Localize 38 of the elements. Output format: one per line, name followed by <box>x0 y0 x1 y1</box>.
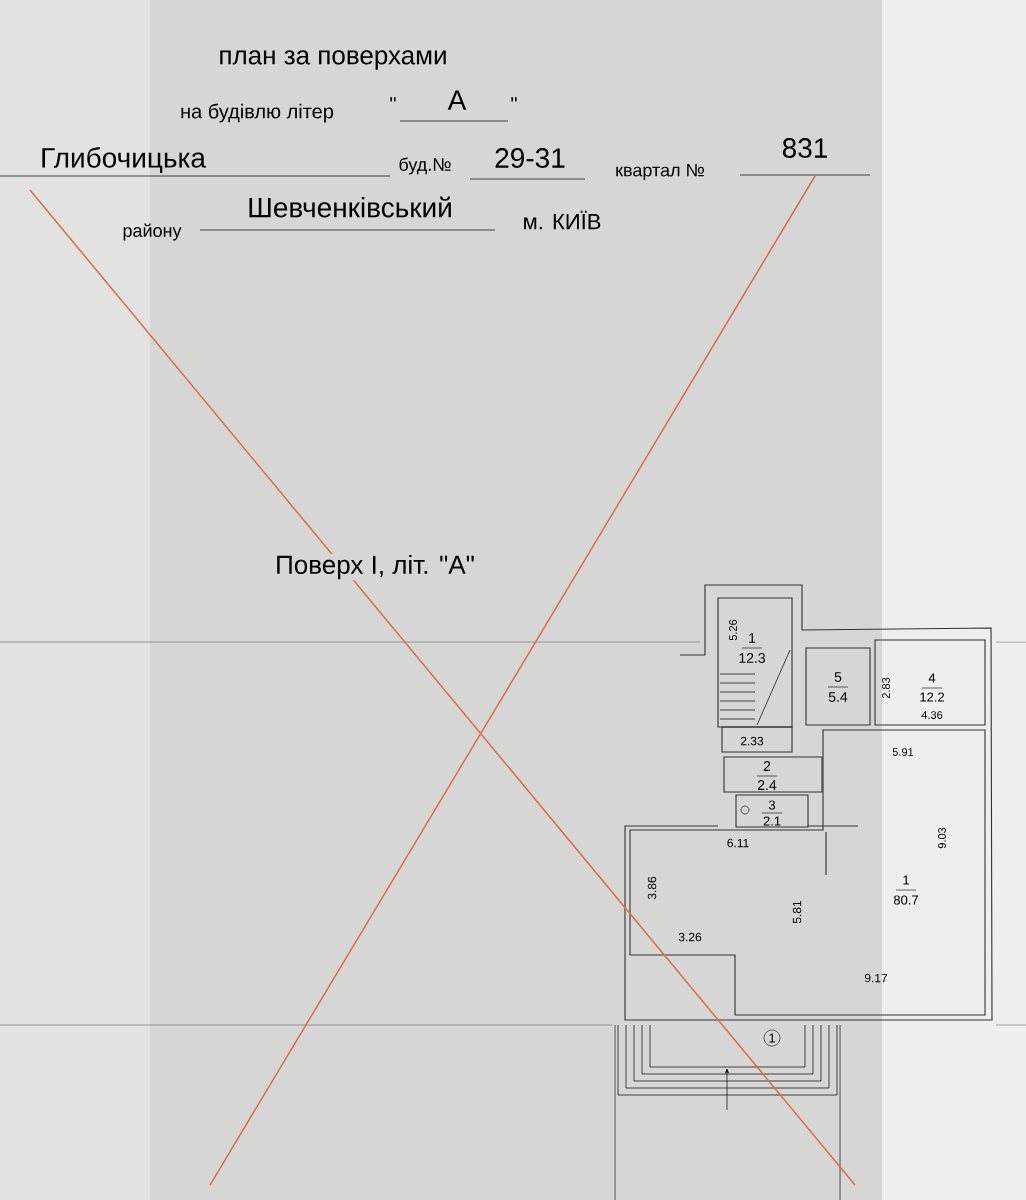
callout-number: 1 <box>769 1033 775 1043</box>
room-area: 12.3 <box>739 653 765 663</box>
floor-heading: Поверх І, літ. "А" <box>274 553 476 581</box>
dimension-label: 5.91 <box>892 748 914 756</box>
room-area: 2.1 <box>763 816 781 826</box>
room-number: 5 <box>834 672 842 682</box>
room-area: 12.2 <box>920 692 944 702</box>
form-label: м. КИЇВ <box>524 210 601 230</box>
form-label: квартал № <box>616 163 704 181</box>
room-number: 3 <box>768 800 776 810</box>
room-number: 2 <box>763 761 771 771</box>
dimension-label: 2.83 <box>882 677 890 699</box>
form-label: району <box>123 223 182 241</box>
dimension-label: 4.36 <box>921 711 943 719</box>
room-number: 1 <box>749 633 756 643</box>
title: план за поверхами <box>220 50 446 70</box>
room-area: 80.7 <box>893 895 918 905</box>
form-label: на будівлю літер <box>181 103 334 123</box>
dimension-label: 5.81 <box>792 900 802 924</box>
dimension-label: 5.26 <box>729 619 737 641</box>
quote-mark: " <box>511 97 517 102</box>
field-value: 831 <box>782 138 827 158</box>
dimension-label: 3.26 <box>678 932 702 942</box>
field-value: А <box>447 90 467 110</box>
room-area: 2.4 <box>758 780 777 790</box>
dimension-label: 9.03 <box>938 827 946 849</box>
quote-mark: " <box>390 97 396 102</box>
dimension-label: 2.33 <box>740 736 764 746</box>
field-value: Глибочицька <box>42 146 206 174</box>
dimension-label: 6.11 <box>727 838 749 848</box>
field-value: Шевченківський <box>249 196 451 218</box>
room-area: 5.4 <box>828 692 848 702</box>
dimension-label: 9.17 <box>864 973 888 983</box>
room-number: 1 <box>903 875 909 885</box>
room-number: 4 <box>928 673 936 683</box>
form-label: буд.№ <box>399 157 451 175</box>
dimension-label: 3.86 <box>647 876 657 900</box>
field-value: 29-31 <box>495 148 565 168</box>
